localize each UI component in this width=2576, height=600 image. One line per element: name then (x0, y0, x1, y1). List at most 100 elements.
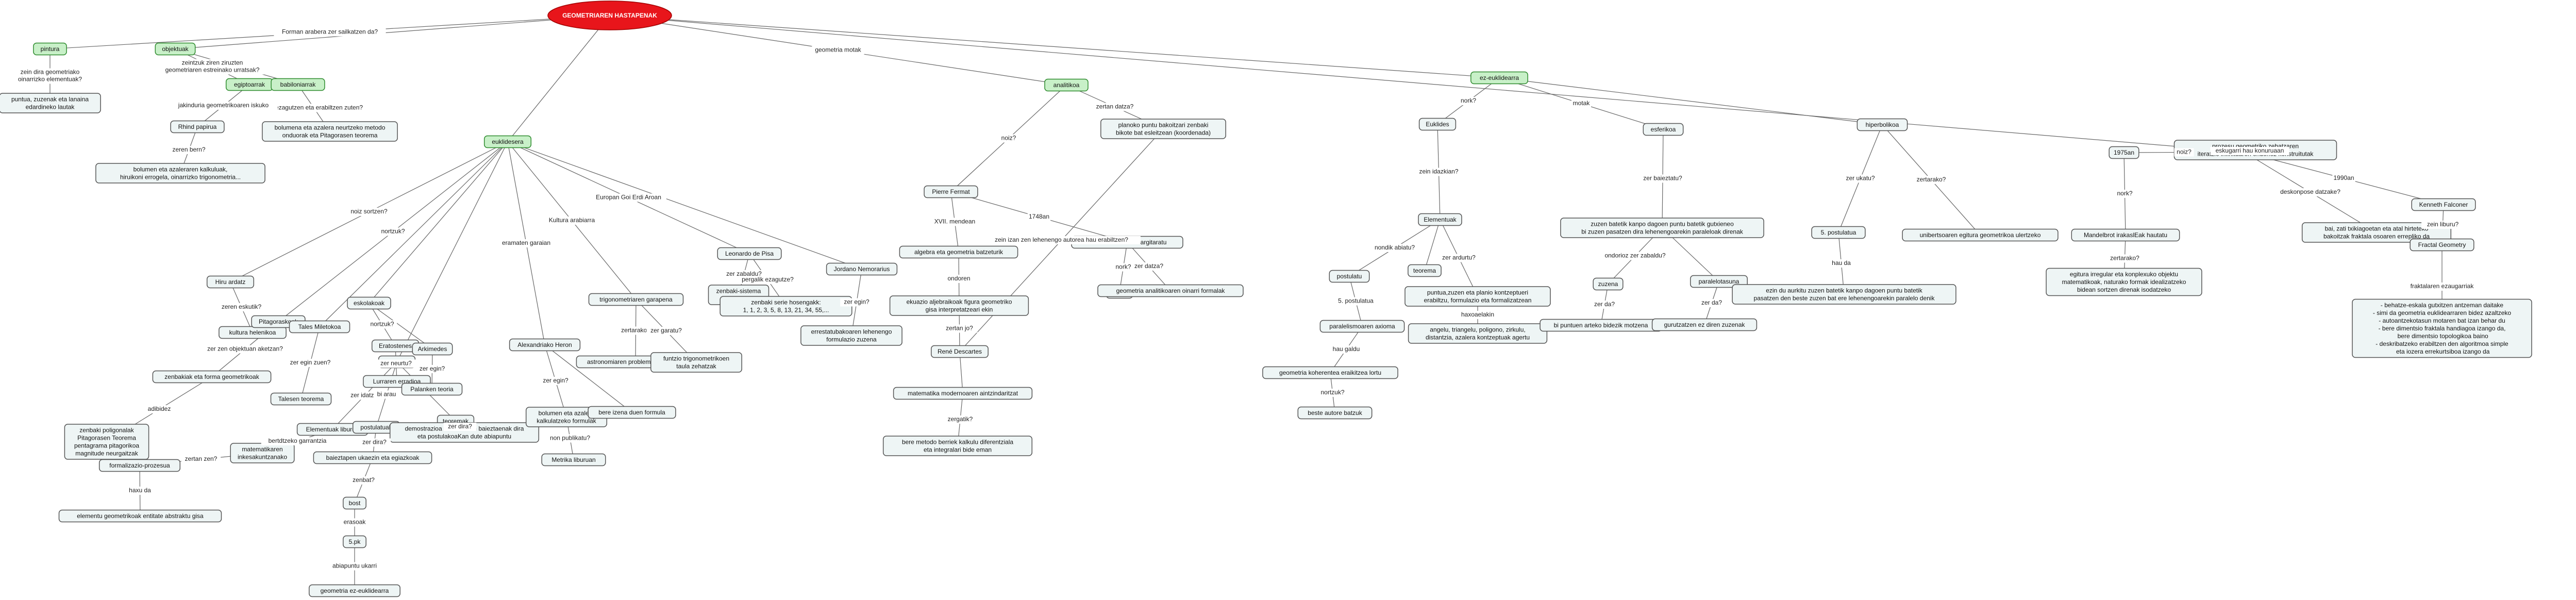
link-root-ez_euklidearra (609, 15, 1500, 78)
concept-node-objektuak[interactable]: objektuak (155, 42, 196, 56)
link-label-bg (1437, 254, 1480, 262)
concept-node-bere_metodo[interactable]: bere metodo berriek kalkulu diferentzial… (882, 436, 1033, 456)
concept-node-algebra_geom[interactable]: algebra eta geometria batzeturik (899, 245, 1018, 259)
concept-node-esferikoa[interactable]: esferikoa (1643, 123, 1684, 136)
link-label-bg (1113, 263, 1133, 272)
concept-node-demostrazioa[interactable]: demostrazioa behar duten baieztaenak dir… (389, 422, 540, 443)
link-label-text: zergatik? (948, 415, 973, 423)
concept-node-bolumen_egipto[interactable]: bolumen eta azaleraren kalkuluak,hiruiko… (95, 163, 265, 184)
concept-node-zuzen_batetik[interactable]: zuzen batetik kanpo dagoen puntu batetik… (1560, 218, 1764, 238)
concept-node-hiru_ardatz[interactable]: Hiru ardatz (206, 275, 255, 289)
concept-node-bost[interactable]: bost (343, 496, 366, 510)
link-label-text: hau da (1832, 259, 1851, 266)
concept-node-unibertsoaren[interactable]: unibertsoaren egitura geometrikoa ulertz… (1902, 228, 2059, 242)
link-label-text: zein liburu? (2427, 221, 2459, 228)
concept-node-hiperbolikoa[interactable]: hiperbolikoa (1856, 118, 1908, 131)
concept-node-mandelbrot[interactable]: Mandelbrot irakaslEak hautatu (2071, 228, 2180, 242)
concept-node-zenbaki_sekuentzia[interactable]: zenbaki serie hosengakk:1, 1, 2, 3, 5, 8… (720, 296, 852, 316)
link-label-text: zenbat? (353, 476, 375, 484)
concept-node-trigonometria[interactable]: trigonometriaren garapena (588, 293, 684, 306)
node-label-line: esferikoa (1651, 126, 1676, 133)
concept-node-kenneth[interactable]: Kenneth Falconer (2411, 198, 2476, 211)
concept-node-pitagoras[interactable]: Pitagoraskoak (251, 315, 306, 328)
concept-node-falconer_list[interactable]: - behatze-eskala gutxitzen antzeman dait… (2352, 298, 2532, 358)
concept-node-alexandriako[interactable]: Alexandriako Heron (509, 338, 581, 352)
concept-node-metrika[interactable]: Metrika liburuan (541, 453, 606, 466)
concept-node-egiptoarrak[interactable]: egiptoarrak (225, 78, 274, 91)
concept-node-euklides_ez[interactable]: Euklides (1418, 118, 1457, 131)
concept-node-kultura_hel[interactable]: kultura helenikoa (219, 326, 287, 339)
concept-node-leonardo[interactable]: Leonardo de Pisa (717, 247, 782, 260)
concept-node-bere_izena[interactable]: bere izena duen formula (588, 406, 676, 419)
concept-node-ezin_du[interactable]: ezin du aurkitu zuzen batetik kanpo dago… (1732, 284, 1956, 305)
concept-node-babiloniarrak[interactable]: babiloniarrak (271, 78, 325, 91)
concept-node-geometria_analitikoaren[interactable]: geometria analitikoaren oinarri formalak (1097, 284, 1244, 297)
node-label-line: zenbaki-sistema (716, 288, 761, 295)
node-label-line: Metrika liburuan (551, 456, 595, 463)
concept-node-zuzena[interactable]: zuzena (1593, 277, 1624, 291)
concept-node-pintura[interactable]: pintura (33, 42, 67, 56)
concept-node-p5[interactable]: 5.pk (343, 535, 366, 548)
link-label-bg (1027, 213, 1051, 221)
concept-node-euklidesera[interactable]: euklidesera (483, 135, 532, 148)
concept-node-fractal_geometry[interactable]: Fractal Geometry (2410, 238, 2474, 252)
concept-node-postulatuak[interactable]: postulatuak (352, 421, 400, 434)
concept-node-angelu[interactable]: angelu, triangelu, poligono, zirkulu,dis… (1408, 323, 1548, 344)
node-label: egiptoarrak (234, 81, 265, 88)
concept-node-jordano[interactable]: Jordano Nemorarius (826, 262, 898, 276)
concept-node-baieztapen[interactable]: baieztapen ukaezin eta egiazkoak (313, 451, 432, 464)
node-label: elementu geometrikoak entitate abstraktu… (77, 512, 204, 520)
concept-node-matematika_mod[interactable]: matematika modernoaren aintzindaritzat (893, 387, 1033, 400)
concept-node-bi_puntuen[interactable]: bi puntuen arteko bidezik motzena (1540, 319, 1662, 332)
concept-node-rhind[interactable]: Rhind papirua (170, 120, 225, 134)
node-label: Eratostenes (379, 342, 412, 349)
node-label-line: Euklides (1426, 121, 1449, 128)
concept-node-ez_euklidearra[interactable]: ez-euklidearra (1470, 71, 1528, 85)
concept-node-postulatua_5[interactable]: 5. postulatua (1811, 226, 1866, 239)
concept-node-paralelismoaren[interactable]: paralelismoaren axioma (1319, 320, 1405, 333)
concept-node-zenbakiak_forma[interactable]: zenbakiak eta forma geometrikoak (152, 370, 272, 384)
link-euklidesera-jordano (507, 141, 862, 270)
concept-node-palanken_teoria[interactable]: Palanken teoria (401, 382, 463, 396)
concept-node-rene[interactable]: René Descartes (931, 345, 989, 358)
concept-node-eratostenes[interactable]: Eratostenes (371, 339, 420, 353)
concept-node-pierre[interactable]: Pierre Fermat (924, 185, 978, 198)
node-label-line: Eratostenes (379, 342, 412, 349)
node-label: esferikoa (1651, 126, 1676, 133)
concept-node-postulatu_ez[interactable]: postulatu (1329, 270, 1370, 283)
concept-node-teorema_ez[interactable]: teorema (1408, 264, 1442, 277)
concept-node-egitura_irregular[interactable]: egitura irregular eta konplexuko objektu… (2046, 268, 2202, 296)
concept-node-beste_autore[interactable]: beste autore batzuk (1297, 406, 1373, 420)
concept-node-elementuak[interactable]: Elementuak liburua (296, 423, 369, 436)
concept-node-analitikoa[interactable]: analitikoa (1044, 78, 1089, 92)
concept-node-arkimedes[interactable]: Arkimedes (412, 342, 453, 356)
node-label-line: bikote bat esleitzean (koordenada) (1116, 129, 1211, 137)
concept-node-y1975[interactable]: 1975an (2109, 146, 2139, 159)
concept-node-bai_zati[interactable]: bai, zati txikiagoetan eta atal hirtetek… (2301, 222, 2452, 243)
concept-node-geometria_ez_eukl[interactable]: geometria ez-euklidearra (309, 584, 400, 597)
concept-node-eskolakoak[interactable]: eskolakoak (347, 296, 391, 310)
concept-node-elementuak_ez[interactable]: Elementuak (1418, 213, 1462, 226)
concept-node-formalizazio[interactable]: formalizazio-prozesua (98, 459, 181, 472)
concept-node-tales_miletokoa[interactable]: Tales Miletokoa (289, 320, 350, 334)
node-label: Elementuak (1424, 216, 1457, 223)
concept-node-root[interactable]: GEOMETRIAREN HASTAPENAK (547, 1, 672, 30)
concept-node-elementu_geometrikoak[interactable]: elementu geometrikoak entitate abstraktu… (58, 509, 222, 523)
concept-node-geometria_kohorentea[interactable]: geometria koherentea eraikitzea lortu (1262, 366, 1398, 379)
concept-node-paralelotasuna[interactable]: paralelotasuna (1690, 275, 1748, 288)
link-label-text: zer datza? (1134, 262, 1163, 270)
concept-node-gurutzatzen[interactable]: gurutzatzen ez diren zuzenak (1651, 318, 1758, 331)
link-label: XVII. mendean (931, 218, 978, 226)
concept-node-talesen_teorema[interactable]: Talesen teorema (270, 392, 332, 406)
node-label-line: bidean sortzen direnak isodatzeko (2077, 286, 2171, 293)
